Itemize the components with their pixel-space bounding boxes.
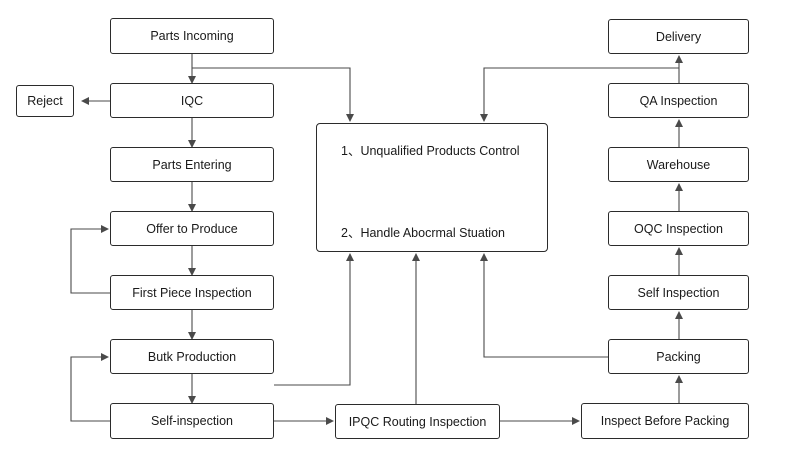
node-label: Offer to Produce — [146, 221, 238, 236]
node-reject: Reject — [16, 85, 74, 117]
arrow-delivery-to-control — [480, 67, 679, 122]
node-label: OQC Inspection — [634, 221, 723, 236]
control-item-2: 2、Handle Abocrmal Stuation — [341, 226, 505, 240]
loop-self-inspection-to-butk — [70, 353, 110, 422]
node-label: Butk Production — [147, 349, 237, 364]
node-self-inspection-left: Self-inspection — [110, 403, 274, 439]
node-label: Self-inspection — [151, 414, 233, 428]
node-label: QA Inspection — [639, 93, 718, 108]
node-label: Parts Incoming — [150, 29, 234, 43]
node-first-piece-inspection: First Piece Inspection — [110, 275, 274, 310]
node-label: Reject — [27, 94, 63, 108]
arrow-butk-to-control — [274, 253, 354, 386]
node-label: Inspect Before Packing — [600, 414, 730, 428]
node-label: Delivery — [655, 29, 702, 44]
node-packing: Packing — [608, 339, 749, 374]
node-label: Self Inspection — [637, 285, 720, 300]
node-label: Parts Entering — [152, 157, 232, 172]
control-box: 1、Unqualified Products Control 2、Handle … — [316, 123, 548, 252]
node-oqc-inspection: OQC Inspection — [608, 211, 749, 246]
node-label: IPQC Routing Inspection — [348, 414, 487, 429]
node-iqc: IQC — [110, 83, 274, 118]
node-label: IQC — [180, 93, 204, 108]
node-delivery: Delivery — [608, 19, 749, 54]
arrow-packing-to-control — [480, 253, 608, 358]
node-label: Warehouse — [646, 157, 711, 172]
node-butk-production: Butk Production — [110, 339, 274, 374]
node-ipqc-routing-inspection: IPQC Routing Inspection — [335, 404, 500, 439]
control-item-1: 1、Unqualified Products Control — [341, 144, 520, 158]
loop-first-piece-to-offer — [70, 225, 110, 294]
node-label: First Piece Inspection — [132, 285, 252, 300]
node-inspect-before-packing: Inspect Before Packing — [581, 403, 749, 439]
node-offer-to-produce: Offer to Produce — [110, 211, 274, 246]
node-label: Packing — [656, 349, 701, 364]
node-qa-inspection: QA Inspection — [608, 83, 749, 118]
node-parts-entering: Parts Entering — [110, 147, 274, 182]
node-self-inspection-right: Self Inspection — [608, 275, 749, 310]
node-parts-incoming: Parts Incoming — [110, 18, 274, 54]
node-warehouse: Warehouse — [608, 147, 749, 182]
arrow-incoming-to-control — [192, 67, 354, 122]
